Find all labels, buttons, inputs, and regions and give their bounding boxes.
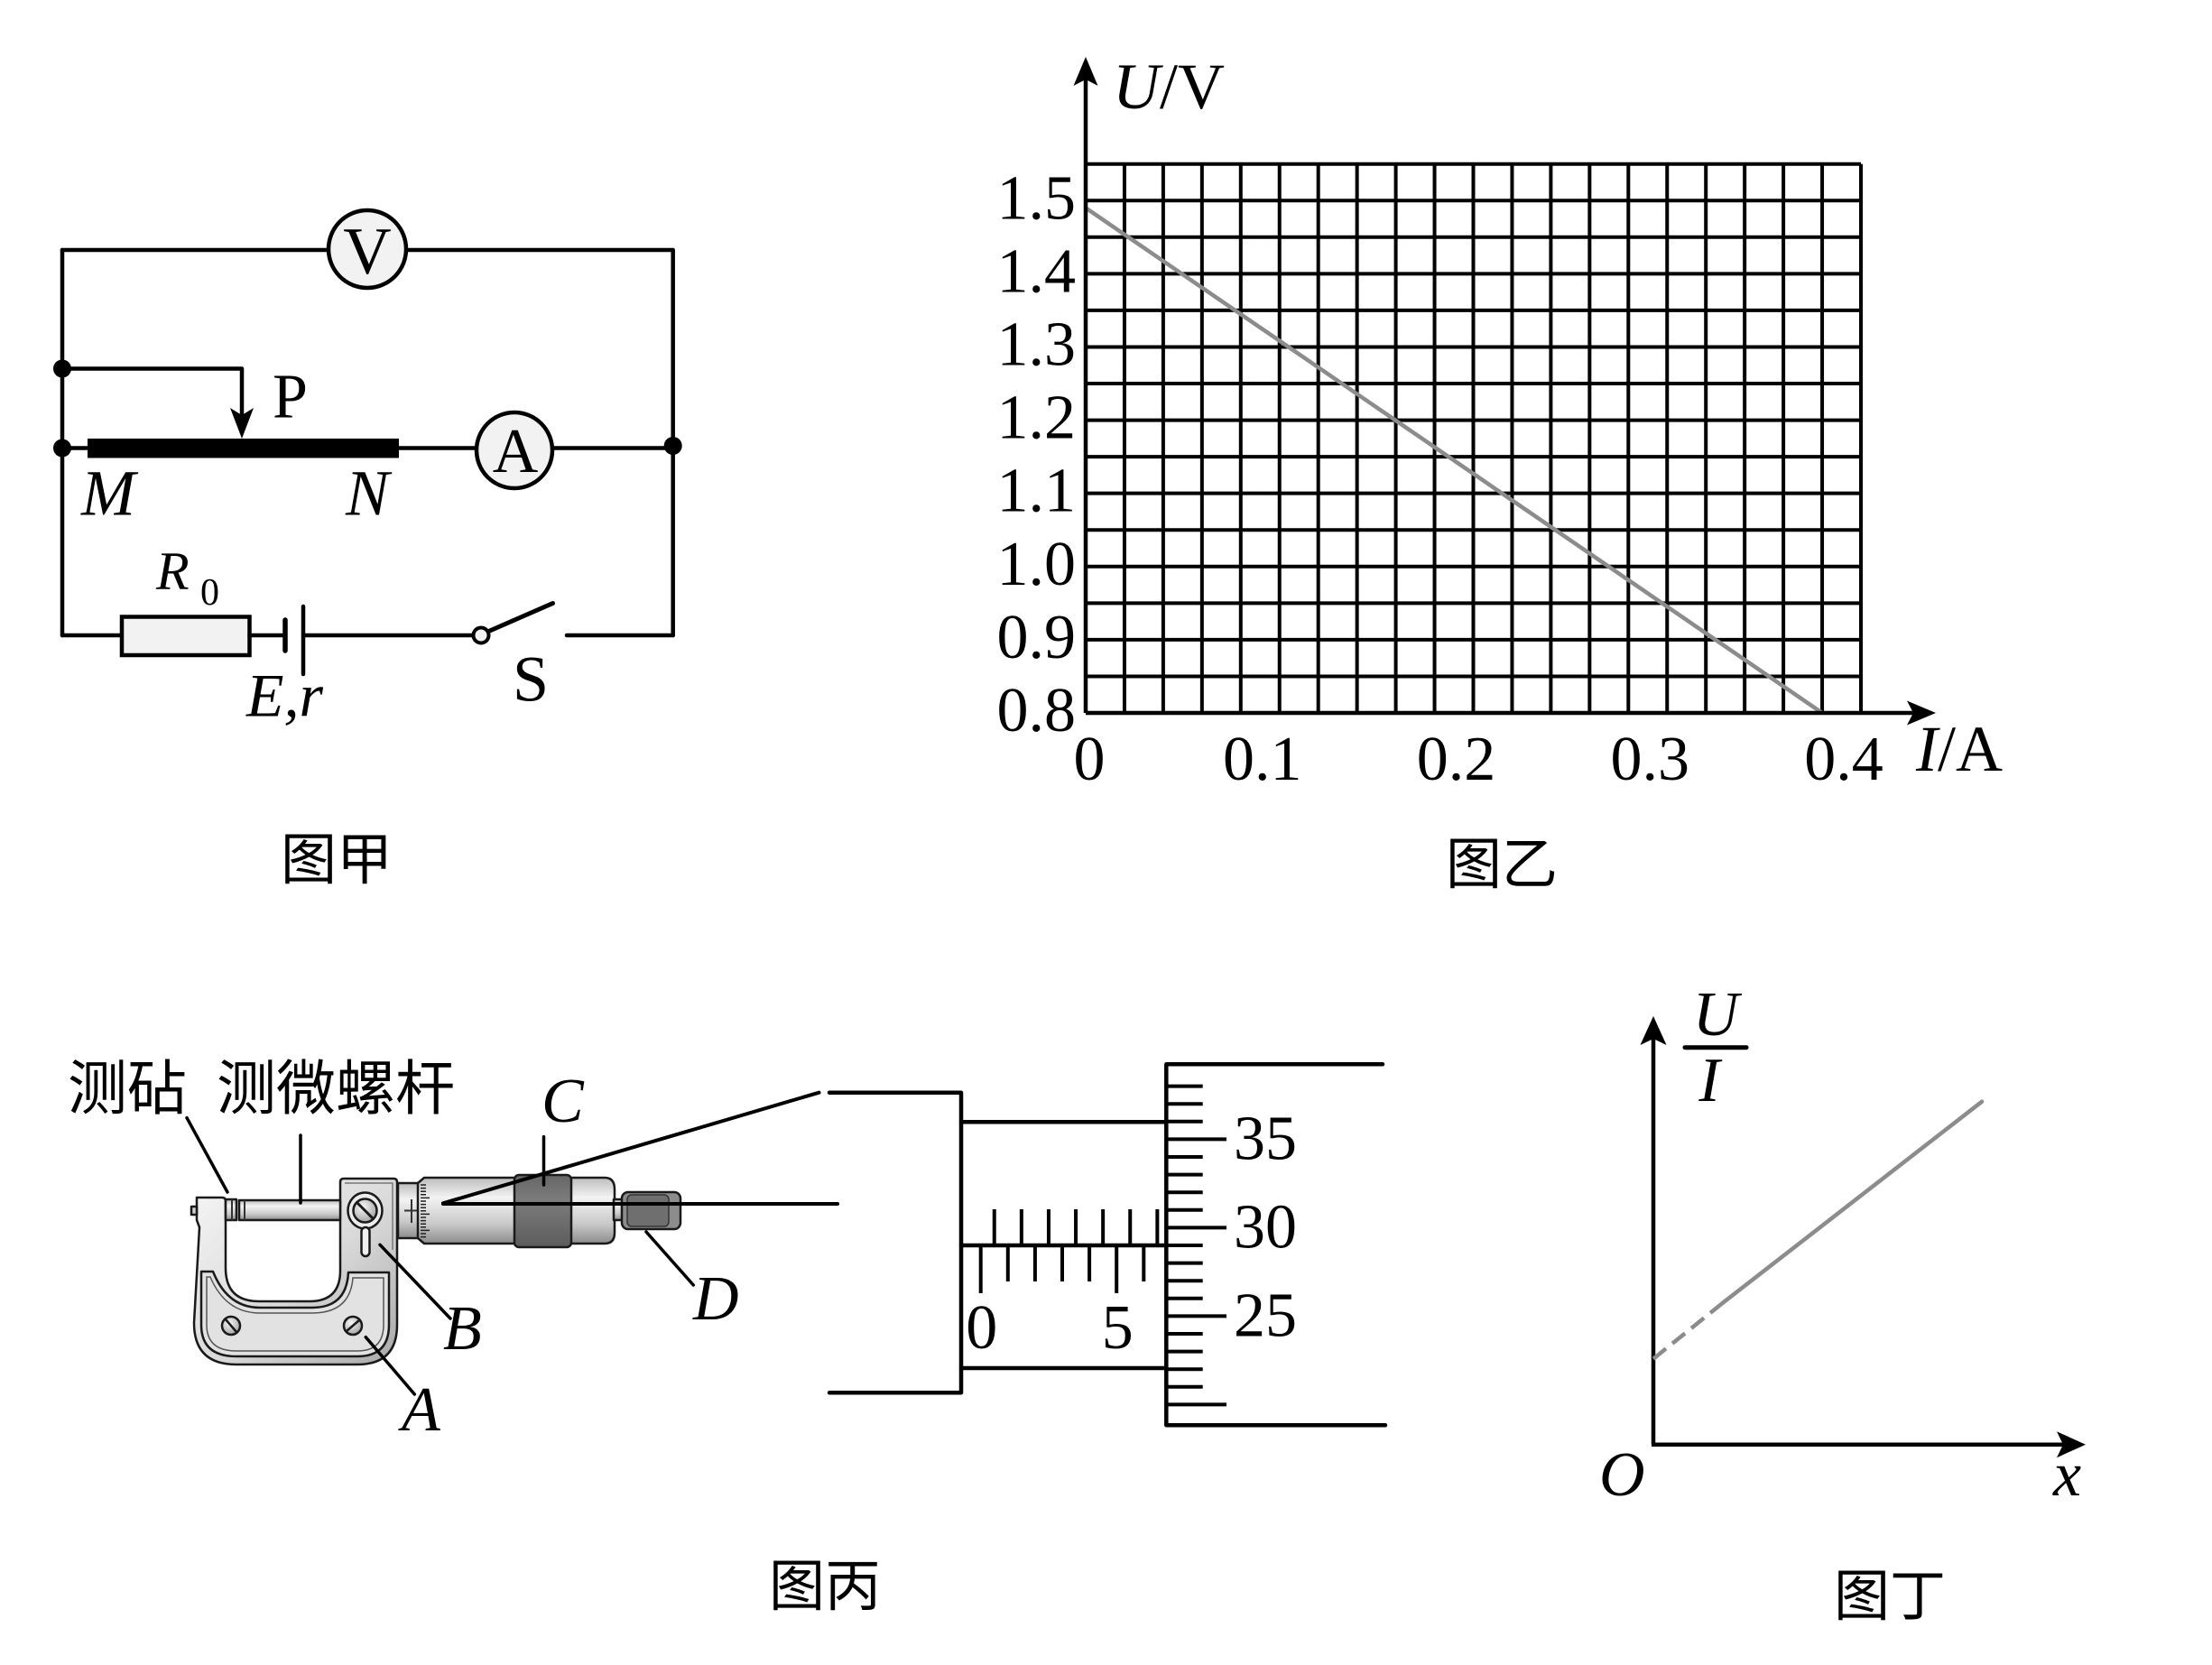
- figure-bing-micrometer: 测砧 测微螺杆 C B A D 0 5 35 30 25: [68, 1054, 1388, 1445]
- screw-slot: [346, 1319, 360, 1332]
- ammeter-label: A: [493, 417, 539, 486]
- thimble-label: 35: [1234, 1104, 1297, 1173]
- series-line-solid: [1720, 1099, 1985, 1306]
- y-axis-label-numerator: U: [1693, 980, 1743, 1050]
- voltmeter: V: [326, 208, 409, 291]
- lock-screw-slot: [356, 1201, 375, 1220]
- series-extrapolation-dashed: [1652, 1301, 1725, 1361]
- figure-jia-circuit: V P A M N R 0 E,r S: [53, 208, 682, 729]
- ratchet-knob-face: [626, 1194, 670, 1227]
- part-label-b: B: [443, 1294, 482, 1364]
- ammeter-circle: [474, 410, 555, 491]
- magnify-line-upper: [441, 1090, 821, 1206]
- thimble-graduations: [421, 1184, 430, 1238]
- y-axis-arrow-icon: [1073, 57, 1098, 86]
- scale-ticks: 0 5 35 30 25: [966, 1084, 1297, 1407]
- part-label-a: A: [398, 1375, 440, 1445]
- y-axis-label: U/V: [1113, 51, 1225, 123]
- frame-block-outline: [345, 1182, 393, 1250]
- y-axis-label-denominator: I: [1698, 1046, 1723, 1115]
- voltmeter-circle: [326, 208, 409, 291]
- leader-line-d: [644, 1230, 696, 1287]
- switch-lever: [486, 601, 555, 634]
- y-tick-label: 1.1: [997, 457, 1077, 526]
- caption-fig-jia: 图甲: [281, 827, 393, 893]
- series-line-u-i: [1083, 206, 1825, 716]
- y-axis-arrow-icon: [1640, 1016, 1667, 1045]
- slider-arrowhead-icon: [230, 408, 254, 439]
- y-tick-label: 0.8: [997, 676, 1077, 745]
- anvil-label: 测砧: [68, 1054, 187, 1124]
- voltmeter-label: V: [343, 215, 391, 289]
- frame-recess-band: [199, 1270, 391, 1358]
- y-tick-label: 1.0: [997, 530, 1077, 599]
- x-tick-label: 0.3: [1611, 725, 1690, 794]
- lock-nut-icon: [347, 1191, 384, 1258]
- thimble-label: 25: [1234, 1281, 1297, 1350]
- part-label-c: C: [541, 1067, 585, 1136]
- spindle: [237, 1198, 342, 1222]
- scale-sleeve-outline: [827, 1090, 964, 1395]
- resistance-wire-right-end-label: N: [345, 458, 393, 530]
- x-tick-label: 0: [1074, 725, 1106, 794]
- main-scale-label: 5: [1102, 1293, 1134, 1363]
- y-tick-label: 1.5: [997, 163, 1077, 233]
- lock-lever: [360, 1226, 371, 1258]
- switch-label: S: [513, 643, 549, 716]
- sleeve-datum-mark: [404, 1199, 418, 1223]
- source-label: E,r: [245, 661, 324, 729]
- main-scale-label: 0: [966, 1293, 997, 1363]
- slider-label: P: [273, 363, 308, 432]
- x-tick-label: 0.2: [1417, 725, 1496, 794]
- caption-fig-ding: 图丁: [1834, 1563, 1946, 1629]
- switch-icon: [471, 601, 555, 645]
- slider-wire: [60, 366, 245, 416]
- spindle-label: 测微螺杆: [217, 1054, 455, 1124]
- caption-fig-yi: 图乙: [1446, 831, 1558, 897]
- leader-line-b: [378, 1243, 452, 1320]
- screw-slot: [225, 1318, 237, 1333]
- figure-ding-chart: U I O x: [1599, 980, 2086, 1510]
- x-tick-label: 0.1: [1223, 725, 1302, 794]
- frame-screw-left-icon: [220, 1315, 242, 1337]
- switch-pivot: [471, 625, 491, 645]
- tick-labels: 0 0.1 0.2 0.3 0.4 0.80.91.01.11.21.31.41.5: [997, 163, 1883, 794]
- chart-series: [1083, 206, 1825, 716]
- junction-dot-upper-left: [53, 359, 71, 378]
- leader-line-anvil: [185, 1115, 229, 1194]
- chart-grid: [1086, 162, 1863, 713]
- x-axis-arrow-icon: [2057, 1431, 2086, 1458]
- thimble-label: 30: [1234, 1192, 1297, 1262]
- wire-top-right: [403, 247, 675, 638]
- anvil-nub: [190, 1205, 199, 1216]
- x-axis-label: x: [2052, 1440, 2081, 1510]
- caption-fig-bing: 图丙: [769, 1553, 881, 1619]
- battery-icon: [282, 604, 306, 677]
- resistance-wire-left-end-label: M: [80, 458, 139, 530]
- x-tick-label: 0.4: [1804, 725, 1883, 794]
- resistor-r0: [119, 615, 252, 658]
- x-axis-arrow-icon: [1907, 700, 1936, 726]
- junction-dot-right: [663, 437, 682, 455]
- y-tick-label: 1.4: [997, 236, 1077, 306]
- y-tick-label: 1.2: [997, 384, 1077, 453]
- leader-line-a: [364, 1335, 417, 1396]
- x-axis-label: I/A: [1915, 713, 2003, 785]
- resistance-wire-mn: [88, 439, 399, 458]
- y-tick-label: 1.3: [997, 310, 1077, 379]
- frame-screw-right-icon: [342, 1315, 364, 1337]
- part-label-d: D: [692, 1264, 739, 1334]
- ammeter: A: [474, 410, 555, 491]
- y-tick-label: 0.9: [997, 603, 1077, 672]
- frame-recess-inner-line: [206, 1276, 384, 1352]
- chart-series: [1652, 1099, 1985, 1361]
- resistor-subscript: 0: [200, 572, 219, 614]
- origin-label: O: [1599, 1440, 1645, 1510]
- resistor-symbol: R: [155, 541, 190, 601]
